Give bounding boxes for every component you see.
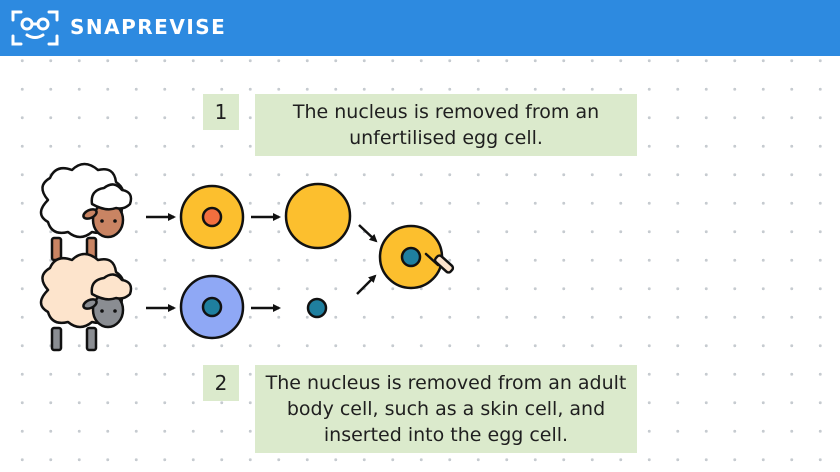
header-bar: SNAPREVISE <box>0 0 840 56</box>
needle-icon <box>424 252 455 274</box>
cream-sheep-icon <box>39 252 133 352</box>
step-1-text: The nucleus is removed from an unfertili… <box>255 94 637 156</box>
white-sheep-icon <box>39 162 133 262</box>
glasses-face-icon <box>11 10 59 46</box>
nucleus-icon <box>306 297 328 319</box>
arrow-icon <box>356 274 377 295</box>
combined-cell-icon <box>378 224 444 290</box>
egg-cell-icon <box>179 184 245 250</box>
empty-egg-cell-icon <box>284 182 352 250</box>
step-2-text: The nucleus is removed from an adult bod… <box>255 365 637 453</box>
body-cell-icon <box>179 274 245 340</box>
step-1-number: 1 <box>203 94 239 130</box>
step-2-number: 2 <box>203 365 239 401</box>
arrow-icon <box>358 224 378 243</box>
brand-name: SNAPREVISE <box>70 15 227 39</box>
